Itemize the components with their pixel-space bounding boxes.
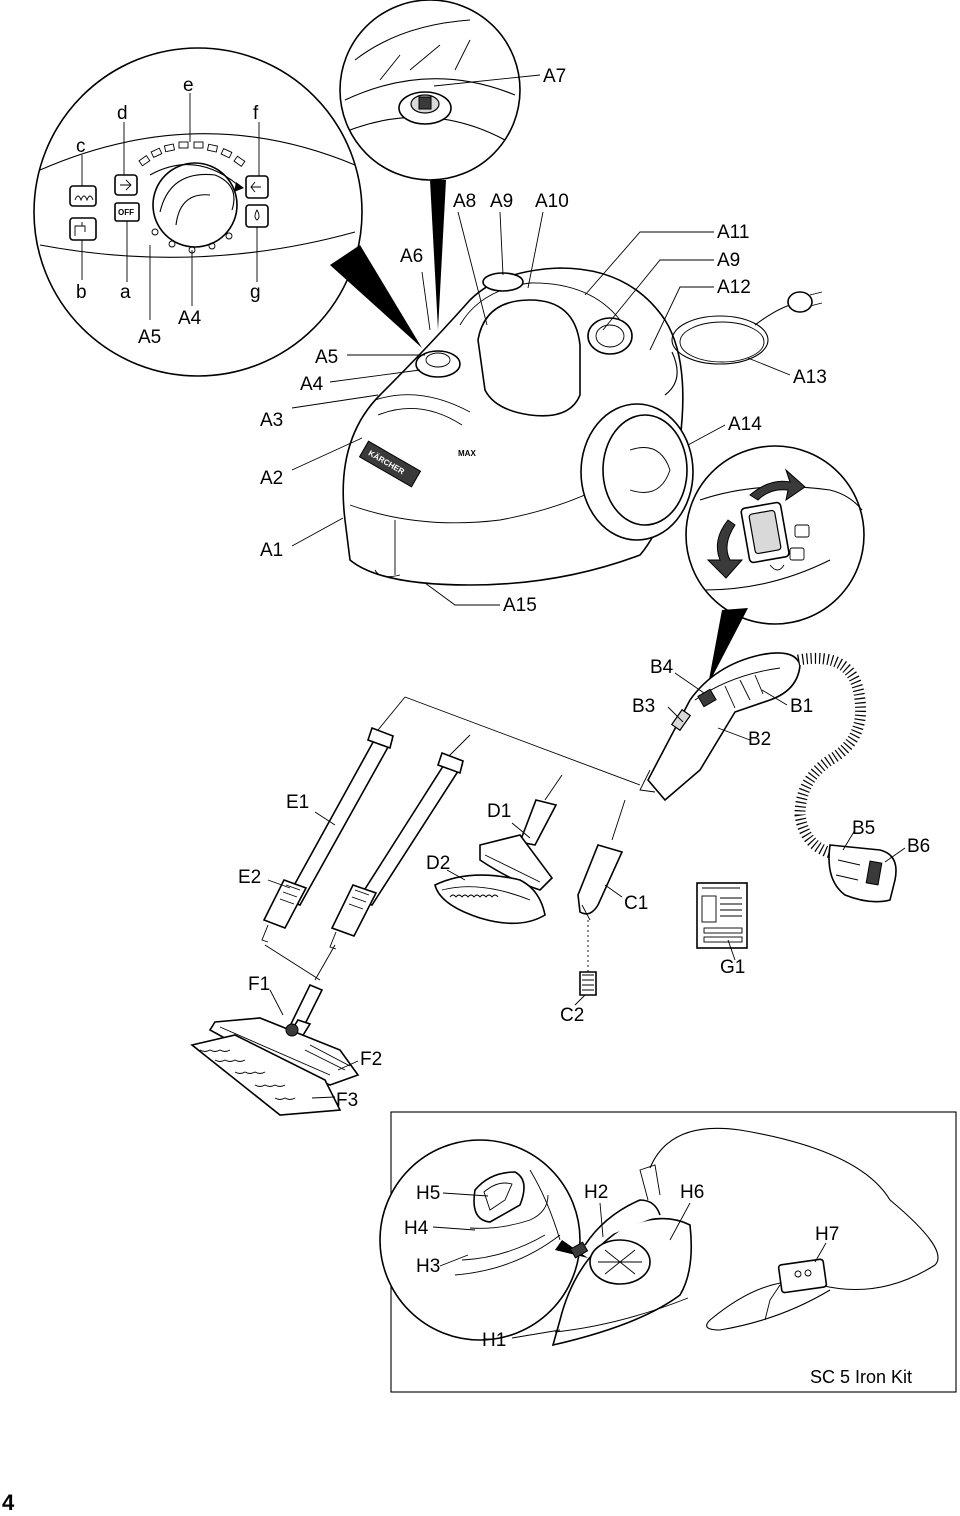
handle-switch-inset: [685, 445, 865, 625]
label-a5: A5: [315, 347, 338, 368]
steam-on-icon: [114, 174, 138, 196]
hose-connector-plug: [828, 844, 897, 903]
hand-nozzle: [479, 799, 558, 891]
label-a14: A14: [728, 414, 762, 435]
label-a15: A15: [503, 595, 537, 616]
label-f2: F2: [360, 1049, 382, 1070]
label-h4: H4: [404, 1218, 429, 1239]
label-a1: A1: [260, 540, 283, 561]
off-symbol-text: OFF: [118, 208, 134, 217]
page-number: 4: [2, 1490, 15, 1515]
rear-wheel: [580, 403, 694, 541]
control-panel-inset: OFF c d e f b a g A4 A5: [33, 47, 363, 377]
iron-handle-detail-inset: [379, 1139, 581, 1341]
steam-off-icon: [245, 175, 269, 199]
label-a12: A12: [717, 277, 751, 298]
label-a9-right: A9: [717, 250, 740, 271]
label-a6: A6: [400, 246, 423, 267]
label-b1: B1: [790, 696, 813, 717]
label-e: e: [183, 75, 194, 96]
label-c1: C1: [624, 893, 648, 914]
label-a9: A9: [490, 191, 513, 212]
label-h2: H2: [584, 1182, 608, 1203]
steam-iron: [551, 1164, 693, 1347]
steam-regulator-knob: [149, 162, 244, 248]
label-a5-inset: A5: [138, 327, 161, 348]
label-b4: B4: [650, 657, 674, 678]
label-h3: H3: [416, 1256, 440, 1277]
label-h7: H7: [815, 1224, 839, 1245]
water-tank-indicator-icon: [69, 217, 97, 241]
label-g: g: [250, 282, 261, 303]
label-h5: H5: [416, 1183, 440, 1204]
steam-level-indicator: [138, 141, 246, 167]
label-d1: D1: [487, 801, 511, 822]
floor-cloth: [190, 1034, 342, 1116]
label-e1: E1: [286, 792, 309, 813]
label-a: a: [120, 282, 131, 303]
label-g1: G1: [720, 957, 745, 978]
power-cord: [664, 291, 823, 396]
operating-manual: [696, 882, 748, 949]
label-c: c: [76, 136, 86, 157]
iron-plug-h7: [764, 1258, 828, 1321]
inset-pointer-wedge: [330, 245, 422, 348]
label-d: d: [117, 103, 128, 124]
label-a11: A11: [717, 222, 749, 243]
extension-tube-left: [261, 726, 394, 943]
label-e2: E2: [238, 867, 261, 888]
label-h1: H1: [482, 1330, 506, 1351]
rotate-down-arrow-icon: [706, 519, 744, 579]
steam-gun-with-hose: [639, 652, 897, 903]
detail-nozzle: [577, 844, 624, 972]
label-b5: B5: [852, 818, 875, 839]
label-f1: F1: [248, 974, 270, 995]
switch-inset-pointer: [708, 608, 748, 685]
iron-kit-title: SC 5 Iron Kit: [810, 1367, 912, 1387]
heating-indicator-icon: [69, 185, 97, 207]
filler-inset-pointer: [430, 180, 446, 330]
rotate-up-arrow-icon: [749, 468, 806, 502]
gun-labels: B4 B3 B1 B2 B5 B6: [632, 657, 930, 863]
label-a10: A10: [535, 191, 569, 212]
brand-logo: KÄRCHER: [358, 440, 422, 488]
main-unit-labels: A5 A4 A3 A2 A1 A6 A8 A9 A10 A11 A9 A12 A…: [260, 191, 827, 616]
label-b3: B3: [632, 696, 655, 717]
label-a3: A3: [260, 410, 283, 431]
filler-cap-inset: A7: [339, 0, 566, 181]
label-c2: C2: [560, 1005, 584, 1026]
max-mark-text: MAX: [458, 449, 476, 458]
microfibre-cover: [434, 874, 546, 925]
label-a13: A13: [793, 367, 827, 388]
label-d2: D2: [426, 853, 450, 874]
water-drops-icon: [245, 204, 269, 228]
label-b: b: [76, 282, 87, 303]
label-h6: H6: [680, 1182, 704, 1203]
iron-kit-box: H5 H4 H3 H2 H6 H7 H1 SC 5: [379, 1111, 957, 1393]
label-f3: F3: [336, 1090, 358, 1111]
label-b6: B6: [907, 836, 930, 857]
label-a7: A7: [543, 66, 566, 87]
floor-nozzle: [208, 983, 360, 1086]
label-a2: A2: [260, 468, 283, 489]
round-brush: [579, 971, 597, 996]
label-a4: A4: [300, 374, 324, 395]
label-a4-inset: A4: [178, 308, 202, 329]
steam-cleaner-unit: KÄRCHER MAX: [342, 267, 694, 586]
label-a8: A8: [453, 191, 476, 212]
extension-tube-right: [329, 751, 464, 950]
mains-plug: [787, 291, 823, 313]
label-f: f: [253, 103, 259, 124]
label-b2: B2: [748, 729, 771, 750]
off-button-icon: OFF: [114, 202, 140, 222]
